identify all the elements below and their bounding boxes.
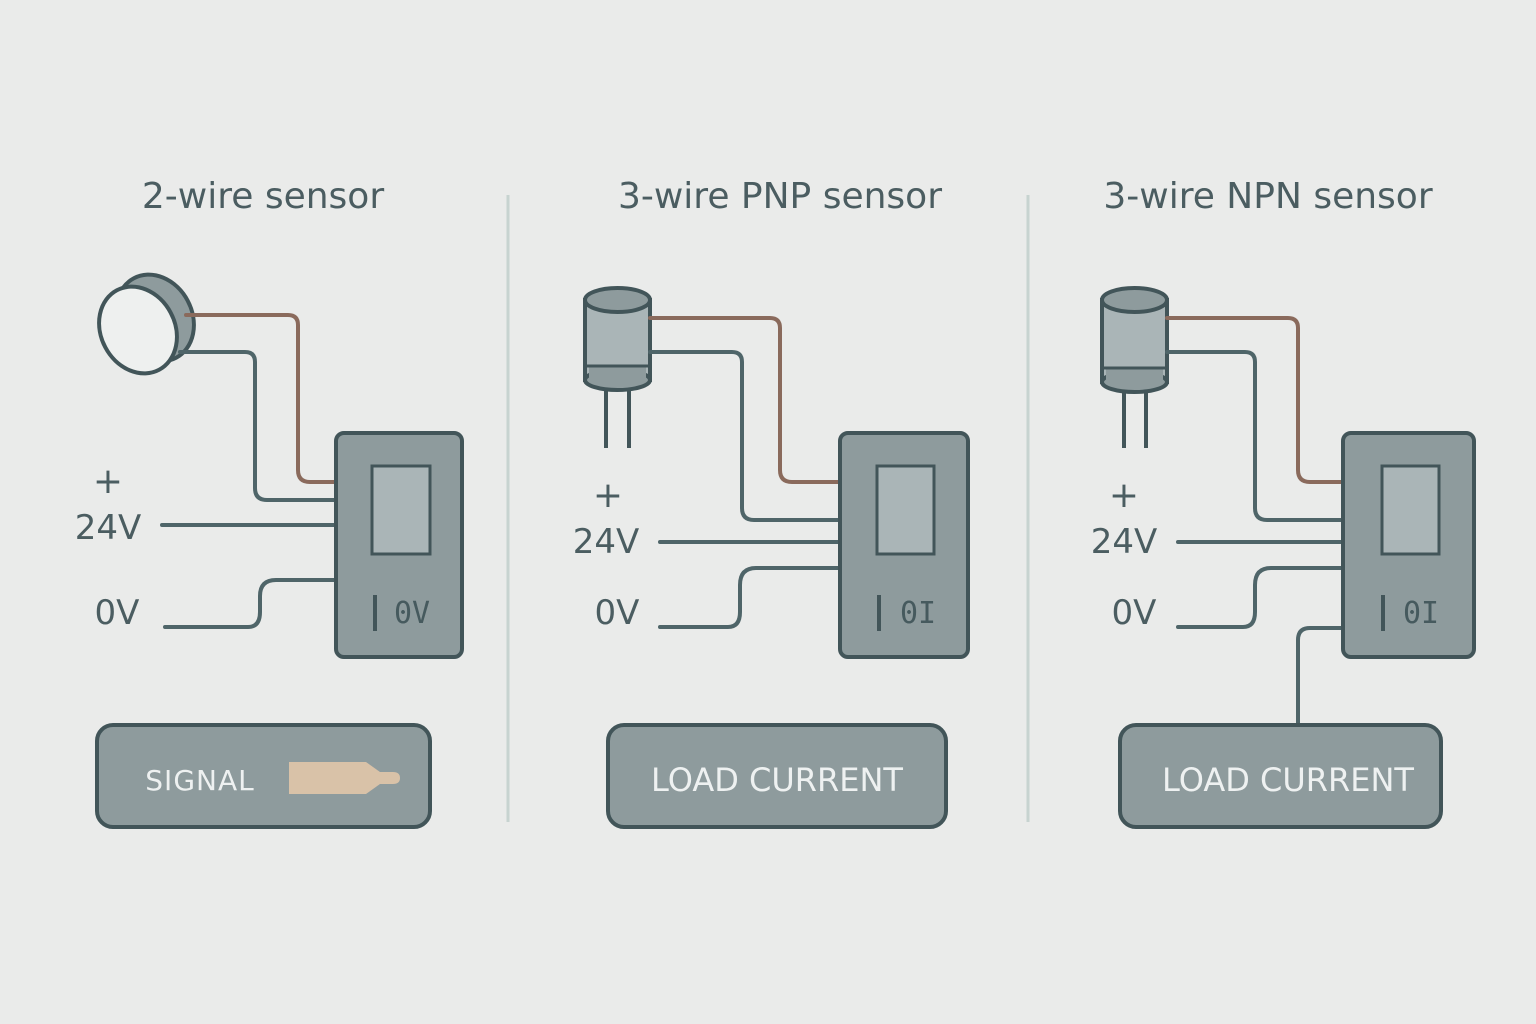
voltage-24v-label: 24V xyxy=(573,522,640,562)
0v-wire xyxy=(163,578,338,629)
load-wire xyxy=(1296,626,1345,727)
signal-button-label: SIGNAL xyxy=(145,764,254,797)
plus-symbol: + xyxy=(593,475,623,516)
0v-wire xyxy=(658,566,842,629)
panel-2-wire: 2-wire sensor + 24V 0V 0V SIGNAL xyxy=(75,176,464,829)
module-label: 0I xyxy=(900,596,936,631)
brown-wire xyxy=(184,313,338,484)
panel-3-wire-npn: 3-wire NPN sensor + 24V 0V 0I xyxy=(1091,176,1476,829)
load-current-button[interactable]: LOAD CURRENT xyxy=(606,723,948,829)
load-current-button-label: LOAD CURRENT xyxy=(1162,761,1414,799)
panel-title: 3-wire NPN sensor xyxy=(1103,176,1432,217)
panel-title: 2-wire sensor xyxy=(142,176,384,217)
load-current-button-label: LOAD CURRENT xyxy=(651,761,903,799)
black-wire xyxy=(1165,350,1345,522)
brown-wire xyxy=(1165,316,1345,484)
voltage-24v-label: 24V xyxy=(1091,522,1158,562)
io-module: 0V xyxy=(334,431,464,659)
cylinder-sensor-icon xyxy=(583,286,652,448)
signal-button[interactable]: SIGNAL xyxy=(95,723,432,829)
load-current-button[interactable]: LOAD CURRENT xyxy=(1118,723,1443,829)
io-module: 0I xyxy=(838,431,970,659)
io-module: 0I xyxy=(1341,431,1476,659)
signal-bar-icon xyxy=(289,762,400,794)
plus-symbol: + xyxy=(93,461,123,502)
blue-wire xyxy=(178,350,338,502)
brown-wire xyxy=(648,316,842,484)
panel-title: 3-wire PNP sensor xyxy=(618,176,942,217)
voltage-0v-label: 0V xyxy=(95,593,140,633)
black-wire xyxy=(648,350,842,522)
voltage-0v-label: 0V xyxy=(1112,593,1157,633)
module-label: 0I xyxy=(1403,596,1439,631)
disc-sensor-icon xyxy=(97,272,196,376)
cylinder-sensor-icon xyxy=(1100,286,1169,448)
voltage-0v-label: 0V xyxy=(595,593,640,633)
panel-3-wire-pnp: 3-wire PNP sensor + 24V 0V 0I xyxy=(573,176,970,829)
voltage-24v-label: 24V xyxy=(75,508,142,548)
plus-symbol: + xyxy=(1109,475,1139,516)
module-label: 0V xyxy=(394,596,430,631)
0v-wire xyxy=(1176,566,1345,629)
